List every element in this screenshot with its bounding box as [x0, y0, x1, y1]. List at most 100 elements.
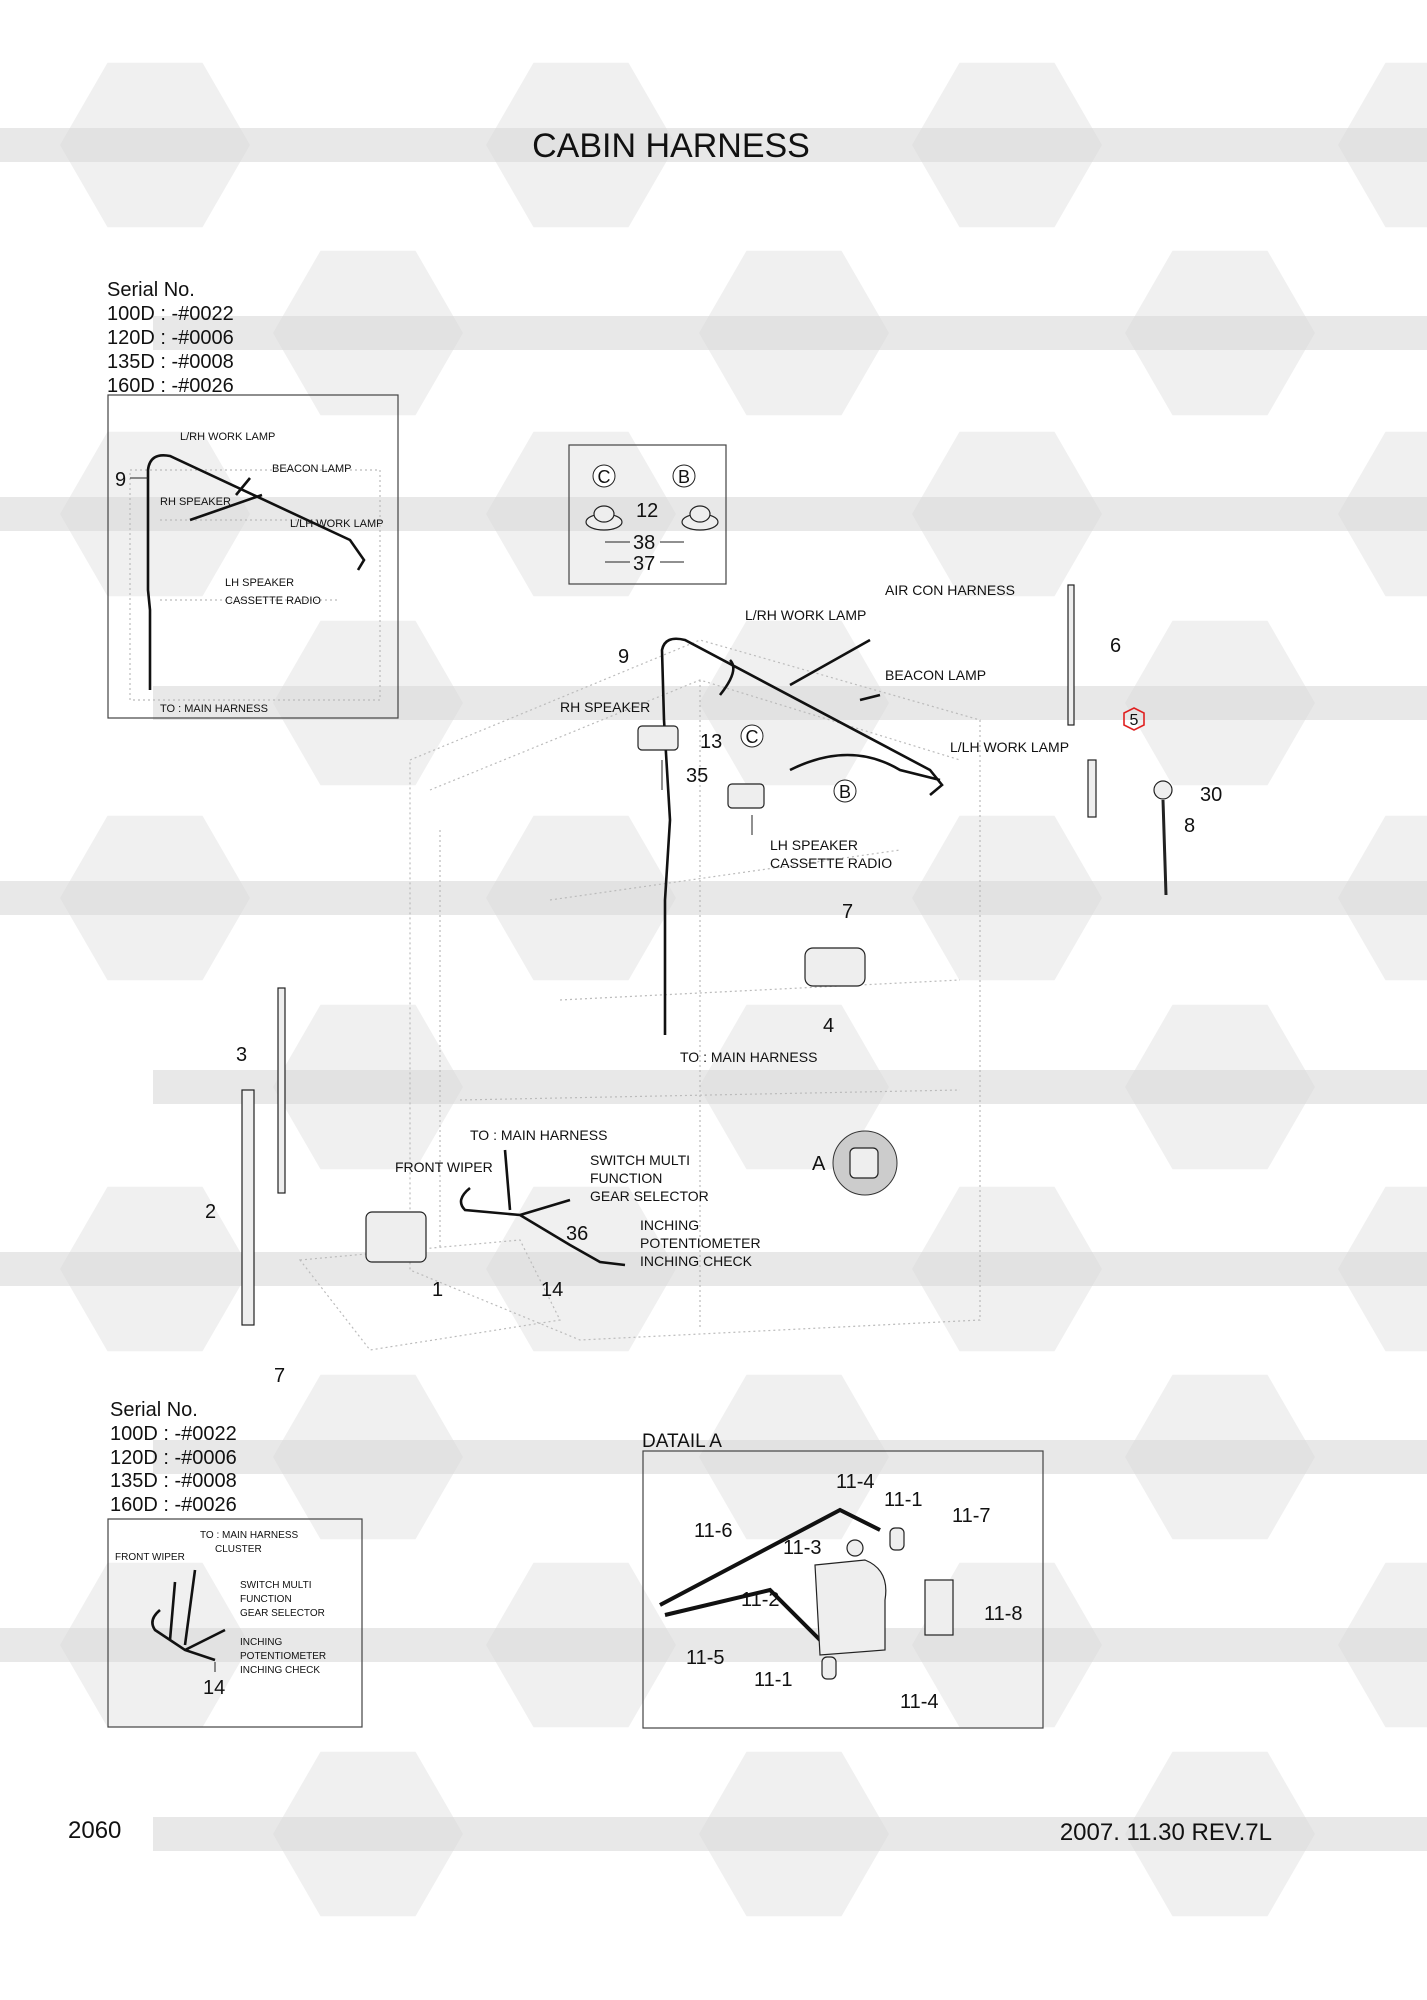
label-rh-speaker: RH SPEAKER — [560, 699, 650, 715]
watermark-band — [366, 128, 792, 162]
watermark-logo — [1005, 1004, 1427, 1170]
roof-harness: 9 13 35 C B L/RH WORK LAMP AIR CON HARNE… — [560, 582, 1069, 1065]
page-title: CABIN HARNESS — [532, 127, 810, 165]
watermark-logo — [1005, 1374, 1427, 1540]
part-number-6: 6 — [1110, 635, 1121, 657]
label-lh-speaker: LH SPEAKER — [770, 837, 858, 853]
part-number-5-highlighted[interactable]: 5 — [1130, 712, 1139, 729]
label-inching: INCHING — [640, 1217, 699, 1233]
revision-date: 2007. 11.30 REV.7L — [1060, 1819, 1272, 1846]
watermark-logo — [1218, 815, 1427, 981]
watermark-logo — [366, 815, 792, 981]
watermark-logo — [579, 1374, 1005, 1540]
serial-line: 160D : -#0026 — [110, 1494, 237, 1516]
part-number-9: 9 — [618, 646, 629, 668]
part-number: 11-4 — [836, 1471, 875, 1493]
watermark-logo — [366, 1186, 792, 1352]
label-inching-check: INCHING CHECK — [640, 1253, 753, 1269]
part-number-2: 2 — [205, 1201, 216, 1223]
watermark-band — [0, 881, 366, 915]
watermark-band — [1218, 1252, 1427, 1286]
watermark-logo — [579, 1751, 1005, 1917]
speaker-detail-box: C B 12 38 37 — [568, 444, 727, 585]
watermark-logo — [1218, 1186, 1427, 1352]
watermark-logo — [579, 1004, 1005, 1170]
part-number-7: 7 — [842, 901, 853, 923]
watermark-band — [1218, 497, 1427, 531]
part-number: 11-1 — [884, 1489, 923, 1511]
label-lh-speaker: LH SPEAKER — [225, 577, 294, 589]
part-number: 11-1 — [754, 1669, 793, 1691]
callout-b: B — [839, 782, 851, 802]
watermark-band — [1218, 881, 1427, 915]
label-beacon-lamp: BEACON LAMP — [272, 463, 351, 475]
watermark-logo — [153, 620, 579, 786]
callout-a: A — [812, 1153, 826, 1175]
watermark-band — [0, 1628, 366, 1662]
label-switch-multi: SWITCH MULTI — [590, 1152, 690, 1168]
serial-line: 120D : -#0006 — [110, 1447, 237, 1469]
callout-b: B — [678, 467, 690, 487]
part-number-14: 14 — [541, 1279, 563, 1301]
watermark-band — [366, 497, 792, 531]
watermark-logo — [153, 1004, 579, 1170]
part-number: 11-4 — [900, 1691, 939, 1713]
label-gear-selector: GEAR SELECTOR — [240, 1608, 325, 1619]
part-number-14: 14 — [203, 1677, 225, 1699]
label-switch-multi: SWITCH MULTI — [240, 1580, 311, 1591]
watermark-band — [366, 1628, 792, 1662]
watermark-band — [1005, 316, 1427, 350]
part-number-36: 36 — [566, 1223, 588, 1245]
callout-c: C — [598, 467, 611, 487]
detail-a: DATAIL A 11-4 11-1 11-7 11-6 11-3 11-2 1… — [642, 1431, 1044, 1729]
watermark-logo — [366, 431, 792, 597]
watermark-band — [153, 316, 579, 350]
watermark-logo — [366, 1562, 792, 1728]
watermark-logo — [153, 1374, 579, 1540]
label-front-wiper: FRONT WIPER — [395, 1159, 493, 1175]
watermark-band — [792, 128, 1218, 162]
watermark-band — [1005, 1440, 1427, 1474]
callout-c: C — [746, 727, 759, 747]
watermark-logo — [792, 1186, 1218, 1352]
part-number: 37 — [633, 553, 655, 575]
watermark-band — [579, 686, 1005, 720]
label-to-main-harness: TO : MAIN HARNESS — [680, 1049, 817, 1065]
serial-line: 120D : -#0006 — [107, 327, 234, 349]
part-number-3: 3 — [236, 1044, 247, 1066]
label-llh-work-lamp: L/LH WORK LAMP — [290, 518, 384, 530]
watermark-logo — [153, 1751, 579, 1917]
watermark-band — [153, 1070, 579, 1104]
watermark-logo — [0, 62, 366, 228]
serial-line: 135D : -#0008 — [110, 1470, 237, 1492]
detail-a-title: DATAIL A — [642, 1431, 722, 1452]
watermark-band — [1005, 686, 1427, 720]
watermark-band — [792, 497, 1218, 531]
watermark-logo — [792, 62, 1218, 228]
part-number: 11-7 — [952, 1505, 991, 1527]
serial-block-bottom: Serial No. 100D : -#0022 120D : -#0006 1… — [110, 1399, 237, 1516]
watermark-band — [366, 1252, 792, 1286]
part-number-4: 4 — [823, 1015, 834, 1037]
part-number: 38 — [633, 532, 655, 554]
watermark-logo — [1218, 62, 1427, 228]
label-rh-speaker: RH SPEAKER — [160, 496, 231, 508]
part-number: 11-3 — [783, 1537, 822, 1559]
front-wiper-harness: 3 2 1 7 14 36 FRONT WIPER TO : MAIN HARN… — [205, 987, 761, 1387]
label-to-main-harness: TO : MAIN HARNESS — [470, 1127, 607, 1143]
watermark-logo — [153, 250, 579, 416]
part-number-1: 1 — [432, 1279, 443, 1301]
watermark-logo — [1005, 250, 1427, 416]
part-number-35: 35 — [686, 765, 708, 787]
label-function: FUNCTION — [240, 1594, 292, 1605]
part-number: 9 — [115, 469, 126, 491]
watermark-logo — [579, 250, 1005, 416]
watermark-band — [0, 1252, 366, 1286]
label-air-con-harness: AIR CON HARNESS — [885, 582, 1015, 598]
label-cassette-radio: CASSETTE RADIO — [770, 855, 892, 871]
part-number: 11-5 — [686, 1647, 725, 1669]
watermark-logo — [792, 815, 1218, 981]
label-beacon-lamp: BEACON LAMP — [885, 667, 986, 683]
